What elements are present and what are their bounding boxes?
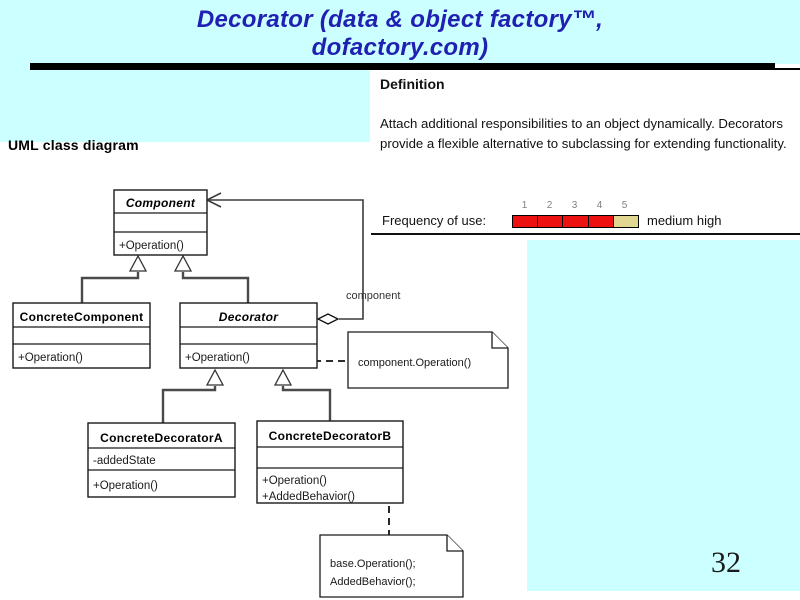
frequency-scale-number: 5 bbox=[621, 200, 628, 211]
frequency-label: Frequency of use: bbox=[382, 213, 487, 228]
uml-note-base-operation: base.Operation(); AddedBehavior(); bbox=[319, 534, 464, 598]
title-underline-bar bbox=[30, 63, 775, 70]
frequency-segment bbox=[513, 216, 539, 227]
note-text: AddedBehavior(); bbox=[330, 576, 416, 588]
aggregation-diamond-icon bbox=[316, 313, 340, 325]
slide-title-line2: dofactory.com) bbox=[311, 34, 489, 61]
class-operation: +AddedBehavior() bbox=[262, 491, 355, 503]
generalization-triangle-icon bbox=[128, 254, 148, 272]
frequency-scale-number: 2 bbox=[546, 200, 553, 211]
frequency-scale-number: 3 bbox=[571, 200, 578, 211]
frequency-segment bbox=[588, 216, 614, 227]
class-name: ConcreteDecoratorA bbox=[100, 431, 223, 445]
note-text: base.Operation(); bbox=[330, 558, 416, 570]
frequency-bottom-rule bbox=[371, 233, 800, 235]
inheritance-connector-decoratorA bbox=[161, 386, 217, 423]
cyan-background-right bbox=[527, 240, 800, 591]
class-operation: +Operation() bbox=[185, 352, 250, 364]
class-name: Component bbox=[126, 196, 196, 210]
cyan-background-top-left bbox=[0, 64, 370, 142]
frequency-rating-text: medium high bbox=[647, 213, 722, 228]
inheritance-connector-concretecomponent bbox=[80, 272, 140, 303]
frequency-scale-number: 1 bbox=[521, 200, 528, 211]
inheritance-connector-decorator bbox=[181, 272, 250, 303]
aggregation-connector-line bbox=[207, 199, 364, 320]
frequency-segment bbox=[538, 216, 564, 227]
uml-note-component-operation: component.Operation() bbox=[347, 331, 509, 389]
aggregation-role-label: component bbox=[346, 290, 400, 302]
cyan-background-top bbox=[0, 0, 800, 64]
definition-heading: Definition bbox=[380, 76, 445, 92]
generalization-triangle-icon bbox=[205, 368, 225, 386]
frequency-bar bbox=[512, 215, 639, 228]
class-operation: +Operation() bbox=[262, 475, 327, 487]
class-name: Decorator bbox=[219, 310, 279, 324]
class-operation: +Operation() bbox=[119, 240, 184, 252]
class-box-decorator: Decorator +Operation() bbox=[179, 302, 318, 369]
frequency-segment bbox=[563, 216, 589, 227]
class-name: ConcreteDecoratorB bbox=[269, 429, 392, 443]
frequency-segment bbox=[613, 216, 639, 227]
class-operation: +Operation() bbox=[93, 480, 158, 492]
frequency-scale-numbers: 1 2 3 4 5 bbox=[512, 200, 637, 211]
generalization-triangle-icon bbox=[173, 254, 193, 272]
class-box-concretedecoratorB: ConcreteDecoratorB +Operation() +AddedBe… bbox=[256, 420, 404, 504]
page-number: 32 bbox=[711, 546, 741, 579]
class-box-component: Component +Operation() bbox=[113, 189, 208, 256]
class-attribute: -addedState bbox=[93, 455, 156, 467]
class-name: ConcreteComponent bbox=[20, 310, 144, 324]
uml-class-diagram-label: UML class diagram bbox=[8, 137, 139, 153]
slide-title: Decorator (data & object factory™, dofac… bbox=[0, 6, 800, 62]
slide-title-line1: Decorator (data & object factory™, bbox=[196, 6, 604, 33]
title-underline-extension bbox=[775, 68, 800, 70]
class-box-concretecomponent: ConcreteComponent +Operation() bbox=[12, 302, 151, 369]
definition-panel: Definition Attach additional responsibil… bbox=[370, 70, 800, 235]
class-box-concretedecoratorA: ConcreteDecoratorA -addedState +Operatio… bbox=[87, 422, 236, 498]
definition-body: Attach additional responsibilities to an… bbox=[380, 116, 787, 151]
class-operation: +Operation() bbox=[18, 352, 83, 364]
generalization-triangle-icon bbox=[273, 368, 293, 386]
frequency-scale-number: 4 bbox=[596, 200, 603, 211]
note-text: component.Operation() bbox=[358, 357, 471, 369]
inheritance-connector-decoratorB bbox=[281, 386, 332, 421]
